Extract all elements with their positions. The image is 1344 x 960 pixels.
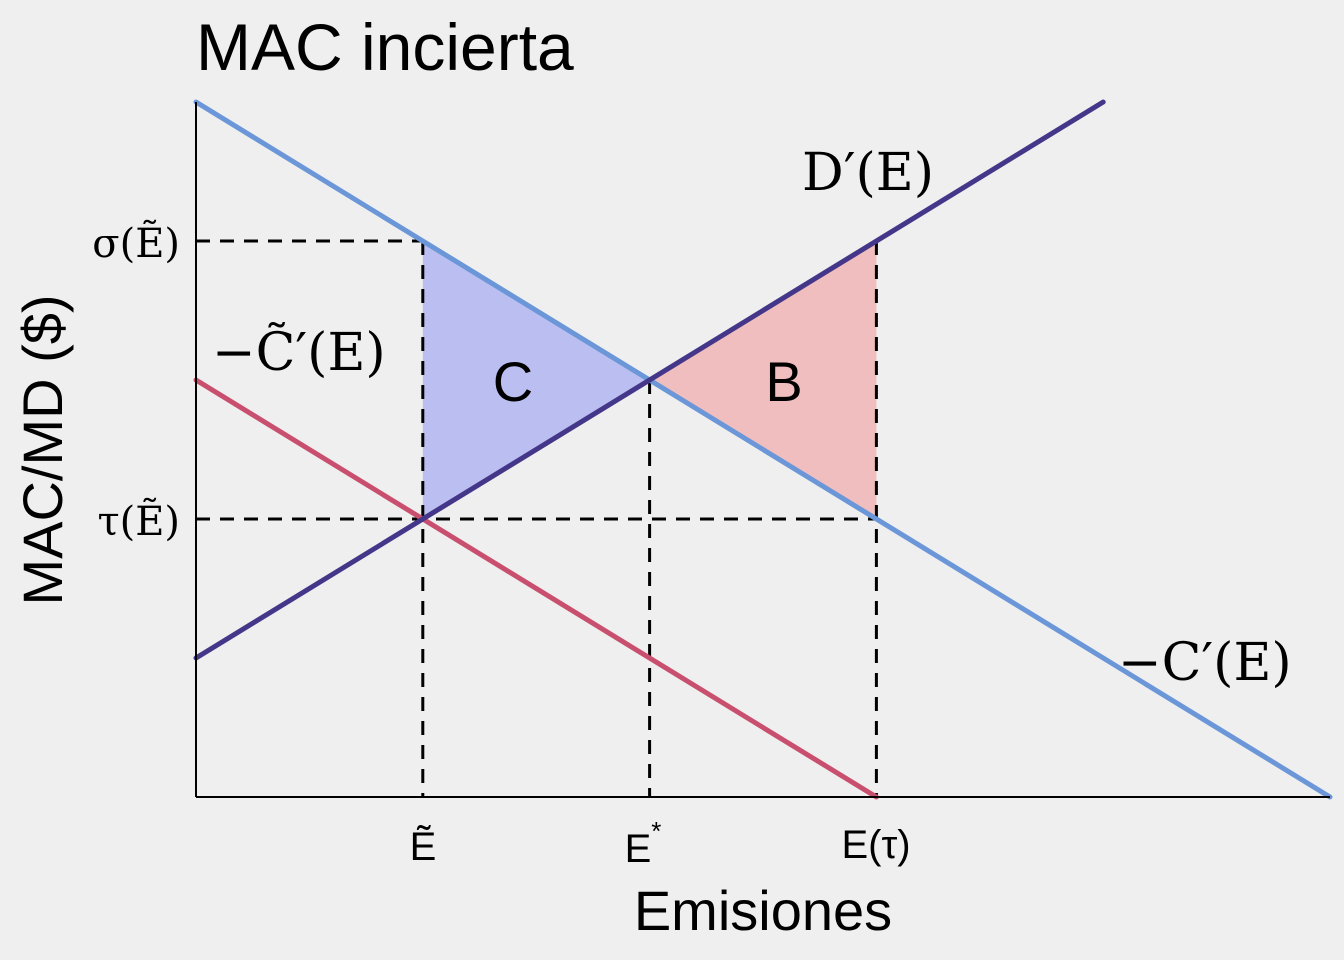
shaded-areas [422, 241, 877, 519]
series-ctilde-line [193, 377, 879, 800]
series-lines [193, 99, 1333, 800]
area-label-b: B [765, 350, 802, 413]
chart-title: MAC incierta [196, 10, 574, 84]
axes [195, 102, 1330, 798]
area-c [422, 241, 650, 519]
series-label-ctilde: −C̃′(E) [212, 322, 386, 383]
y-tick-label-tau: τ(Ẽ) [97, 498, 180, 545]
series-label-dprime: D′(E) [802, 143, 934, 203]
series-label-cprime: −C′(E) [1118, 633, 1292, 693]
series-cprime-line [193, 99, 1333, 800]
series-dprime-line [193, 99, 1106, 661]
x-tick-label-etau: E(τ) [841, 823, 910, 867]
x-axis-title: Emisiones [634, 879, 892, 942]
x-tick-label-estar: E* [625, 816, 662, 871]
area-label-c: C [493, 350, 533, 413]
x-tick-label-etilde: Ẽ [410, 824, 437, 869]
y-axis-title: MAC/MD ($) [11, 294, 74, 605]
area-b [649, 241, 877, 519]
y-tick-label-sigma: σ(Ẽ) [92, 220, 180, 267]
